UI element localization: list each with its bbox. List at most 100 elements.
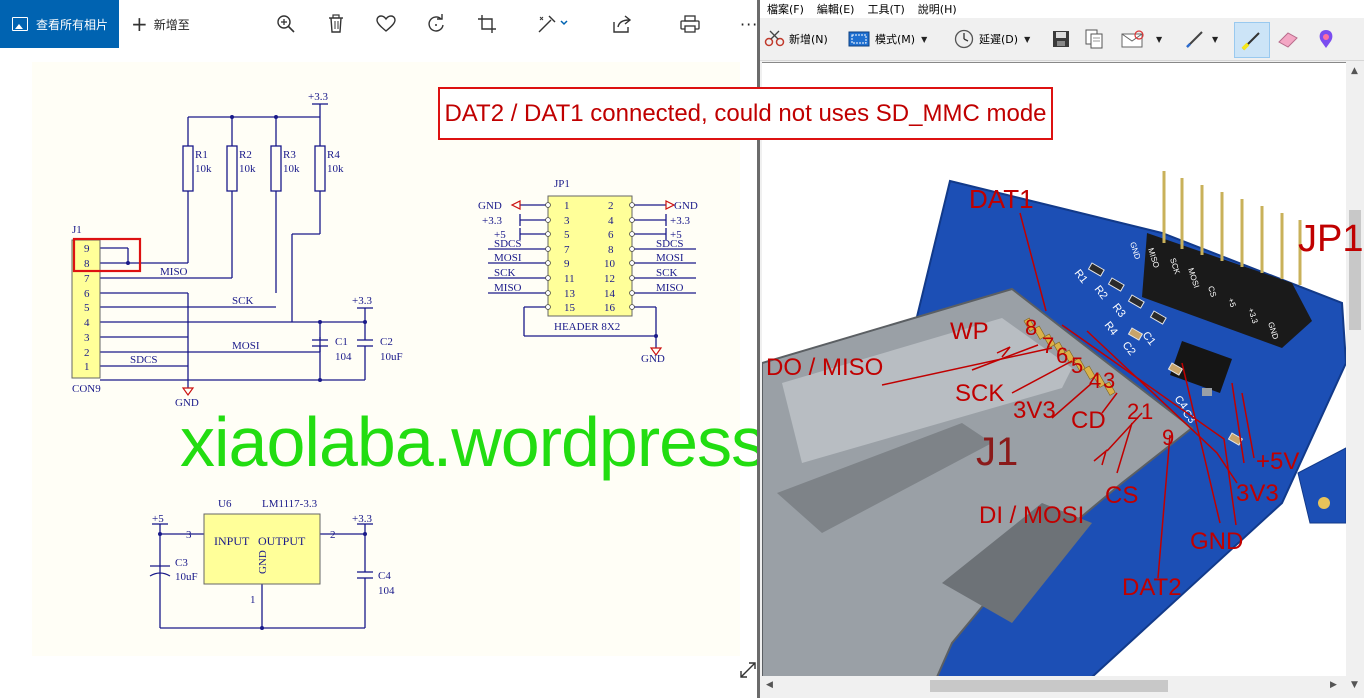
pin-number-label: 3 bbox=[1103, 368, 1115, 393]
jp1-left-pin: 3 bbox=[564, 215, 570, 227]
save-icon[interactable] bbox=[1052, 28, 1070, 50]
u6-output-label: OUTPUT bbox=[258, 534, 306, 548]
r1-ref: R1 bbox=[195, 149, 208, 161]
vertical-scroll-thumb[interactable] bbox=[1349, 210, 1361, 330]
scissors-icon bbox=[764, 30, 785, 47]
photos-toolbar: 查看所有相片 + 新增至 ··· bbox=[0, 0, 760, 48]
jp1-right-net: +3.3 bbox=[670, 215, 690, 227]
jp1-right-net: +5 bbox=[670, 229, 682, 241]
jp1-gnd-label: GND bbox=[641, 353, 665, 365]
u6-pin-in: 3 bbox=[186, 529, 192, 541]
scroll-down-icon[interactable]: ▼ bbox=[1351, 680, 1358, 690]
highlighter-icon bbox=[1241, 32, 1260, 51]
chevron-down-icon: ▼ bbox=[1024, 34, 1031, 44]
jp1-left-pin: 7 bbox=[564, 244, 570, 256]
j1-name: CON9 bbox=[72, 383, 101, 395]
schematic-power-33-label: +3.3 bbox=[308, 91, 328, 103]
jp1-right-net: SDCS bbox=[656, 238, 684, 250]
clock-icon bbox=[954, 29, 974, 49]
j1-pin: 2 bbox=[84, 347, 90, 359]
pin-number-label: 7 bbox=[1042, 333, 1054, 358]
pen-icon bbox=[1186, 31, 1203, 48]
label-dat2: DAT2 bbox=[1122, 574, 1182, 601]
send-snip-button[interactable]: ▼ bbox=[1120, 28, 1162, 50]
pen-button[interactable]: ▼ bbox=[1184, 28, 1218, 50]
label-di-mosi: DI / MOSI bbox=[979, 502, 1085, 529]
j1-pin: 3 bbox=[84, 332, 90, 344]
jp1-right-net: GND bbox=[674, 200, 698, 212]
pin-number-label: 4 bbox=[1089, 368, 1101, 393]
label-jp1: JP1 bbox=[1298, 218, 1364, 260]
jp1-right-pin: 8 bbox=[608, 244, 614, 256]
rotate-icon[interactable] bbox=[426, 12, 446, 36]
silk-label: CS bbox=[1206, 285, 1218, 298]
j1-pin: 9 bbox=[84, 243, 90, 255]
jp1-right-pin: 10 bbox=[604, 258, 616, 270]
add-to-button[interactable]: + 新增至 bbox=[131, 12, 190, 36]
heart-icon[interactable] bbox=[376, 12, 396, 36]
annotation-note-text: DAT2 / DAT1 connected, could not uses SD… bbox=[444, 99, 1047, 127]
jp1-left-net: +5 bbox=[494, 229, 506, 241]
c1-ref: C1 bbox=[335, 336, 348, 348]
jp1-right-pin: 2 bbox=[608, 200, 614, 212]
jp1-left-net: +3.3 bbox=[482, 215, 502, 227]
jp1-left-net: SCK bbox=[494, 267, 515, 279]
snip-toolbar: 新增(N) 模式(M) ▼ 延遲(D) ▼ ▼ ▼ bbox=[760, 18, 1364, 61]
scroll-right-icon[interactable]: ▶ bbox=[1330, 680, 1337, 690]
highlighter-button[interactable] bbox=[1234, 22, 1270, 58]
scroll-left-icon[interactable]: ◀ bbox=[766, 680, 773, 690]
label-do-miso: DO / MISO bbox=[766, 354, 884, 381]
net-miso-label: MISO bbox=[160, 266, 188, 278]
share-icon[interactable] bbox=[612, 12, 632, 36]
jp1-right-pin: 12 bbox=[604, 273, 615, 285]
new-snip-label: 新增(N) bbox=[789, 33, 828, 46]
label-dat1: DAT1 bbox=[969, 184, 1034, 214]
jp1-left-net: MOSI bbox=[494, 252, 522, 264]
c-rail-power-33-label: +3.3 bbox=[352, 295, 372, 307]
jp1-left-pin: 1 bbox=[564, 200, 570, 212]
edit-icon[interactable] bbox=[537, 12, 571, 36]
u6-input-label: INPUT bbox=[214, 534, 250, 548]
j1-pin: 8 bbox=[84, 258, 90, 270]
menu-tools[interactable]: 工具(T) bbox=[867, 3, 905, 16]
pin-number-label: 9 bbox=[1162, 425, 1174, 450]
jp1-ref: JP1 bbox=[554, 178, 570, 190]
print-icon[interactable] bbox=[680, 12, 700, 36]
jp1-left-pin: 5 bbox=[564, 229, 570, 241]
mode-button[interactable]: 模式(M) ▼ bbox=[848, 28, 927, 50]
crop-icon[interactable] bbox=[477, 12, 497, 36]
menu-help[interactable]: 說明(H) bbox=[917, 3, 957, 16]
vertical-scrollbar[interactable]: ▲ ▼ bbox=[1346, 62, 1364, 698]
menu-bar: 檔案(F) 編輯(E) 工具(T) 說明(H) bbox=[760, 0, 1364, 18]
eraser-icon[interactable] bbox=[1276, 28, 1300, 50]
label-j1: J1 bbox=[976, 430, 1019, 474]
fullscreen-icon[interactable] bbox=[738, 660, 758, 680]
u6-gnd-label: GND bbox=[257, 550, 269, 574]
c3-ref: C3 bbox=[175, 557, 188, 569]
silk-label: +5 bbox=[1226, 297, 1238, 309]
delay-button[interactable]: 延遲(D) ▼ bbox=[954, 28, 1030, 50]
snip-canvas: GND MISO SCK MOSI CS +5 +3.3 GND R1 R2 R… bbox=[762, 62, 1346, 677]
pin-number-label: 1 bbox=[1141, 399, 1153, 424]
delete-icon[interactable] bbox=[327, 12, 345, 36]
label-gnd: GND bbox=[1190, 528, 1244, 555]
menu-edit[interactable]: 編輯(E) bbox=[816, 3, 855, 16]
zoom-in-icon[interactable] bbox=[276, 12, 296, 36]
chevron-down-icon: ▼ bbox=[921, 34, 928, 44]
horizontal-scroll-thumb[interactable] bbox=[930, 680, 1168, 692]
photos-icon bbox=[12, 17, 28, 31]
r2-value: 10k bbox=[239, 163, 256, 175]
jp1-left-pin: 15 bbox=[564, 302, 576, 314]
u6-pin-gnd: 1 bbox=[250, 594, 256, 606]
paint3d-icon[interactable] bbox=[1316, 28, 1336, 50]
new-snip-button[interactable]: 新增(N) bbox=[764, 28, 828, 50]
view-all-photos-button[interactable]: 查看所有相片 bbox=[0, 0, 119, 48]
menu-file[interactable]: 檔案(F) bbox=[767, 3, 804, 16]
u6-power-5-label: +5 bbox=[152, 513, 164, 525]
chevron-down-icon: ▼ bbox=[1212, 34, 1219, 44]
scroll-up-icon[interactable]: ▲ bbox=[1351, 66, 1358, 76]
copy-icon[interactable] bbox=[1085, 28, 1103, 50]
c4-value: 104 bbox=[378, 585, 395, 597]
j1-ref: J1 bbox=[72, 224, 82, 236]
more-icon[interactable]: ··· bbox=[740, 14, 759, 34]
